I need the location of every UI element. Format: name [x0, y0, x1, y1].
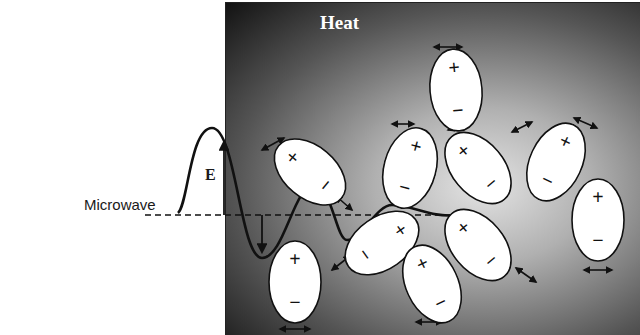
dipole-outline	[260, 124, 359, 219]
dipole-molecule: +−	[571, 178, 625, 262]
dipole-molecule: +−	[260, 124, 359, 219]
dipole-molecule: +−	[268, 240, 322, 324]
positive-pole: +	[289, 249, 300, 269]
dipole-molecule: +−	[425, 46, 486, 134]
field-label: E	[205, 166, 216, 183]
heat-label: Heat	[320, 12, 359, 34]
label-holder: Microwave	[84, 196, 156, 214]
heated-material: Heat+−+−+−+−+−+−+−+−+−+−	[225, 0, 640, 335]
wave-label: Microwave	[84, 196, 156, 213]
positive-pole: +	[592, 187, 603, 207]
dipole-outline	[430, 118, 525, 217]
dipole-molecule: +−	[373, 120, 447, 215]
dipole-molecule: +−	[430, 118, 525, 217]
negative-pole: −	[289, 292, 300, 312]
label-holder: E	[205, 166, 216, 184]
positive-pole: +	[447, 57, 460, 78]
dipole-outline	[373, 120, 447, 215]
negative-pole: −	[451, 99, 464, 120]
negative-pole: −	[592, 230, 603, 250]
